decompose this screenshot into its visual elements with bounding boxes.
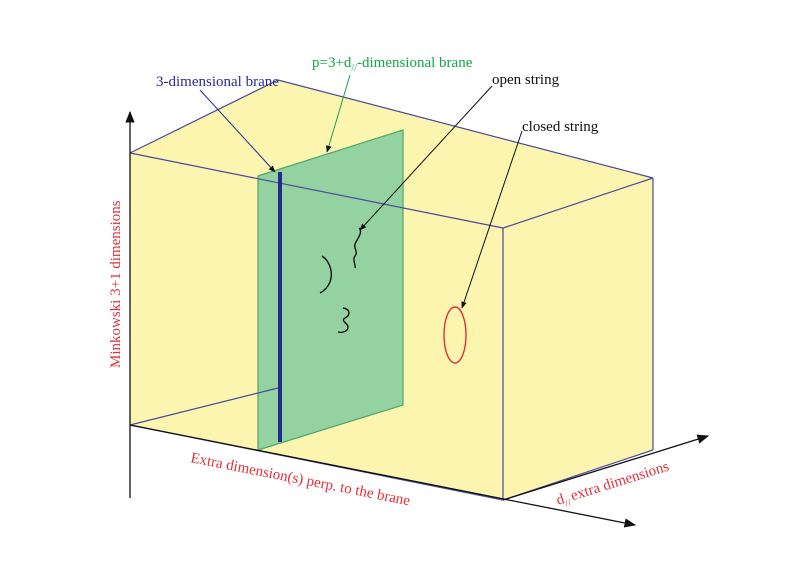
callouts [199,74,523,309]
open-string-1 [319,255,332,294]
callout-closed-string [461,130,523,309]
p-brane [257,129,404,451]
callout-3d-brane [199,89,276,173]
label-open-string: open string [492,72,560,88]
label-p-brane: p=3+d//-dimensional brane [312,55,473,74]
axis-perp [129,424,637,528]
callout-p-brane [326,74,351,153]
open-string-3 [337,307,350,334]
open-strings [319,227,362,334]
box-right-face [503,178,653,500]
callout-open-string [359,85,493,231]
open-string-2 [353,227,362,269]
label-axis-vertical: Minkowski 3+1 dimensions [108,200,124,368]
closed-string [443,306,467,364]
label-3d-brane: 3-dimensional brane [156,74,279,90]
axis-parallel [502,434,710,501]
axes [125,110,710,528]
label-closed-string: closed string [522,119,599,135]
